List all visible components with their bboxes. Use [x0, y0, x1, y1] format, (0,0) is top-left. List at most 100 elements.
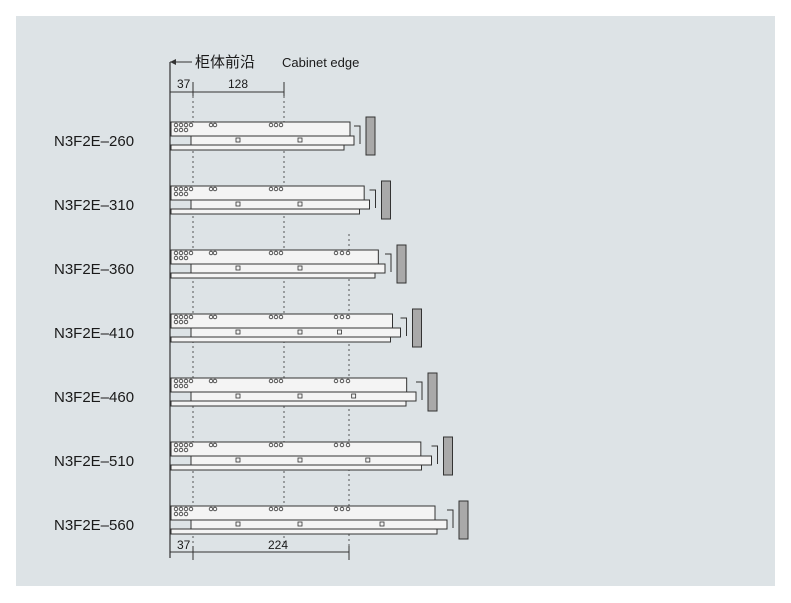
mounting-hole	[178, 511, 184, 517]
slide-lower-rail	[170, 528, 438, 535]
cabinet-back-panel	[443, 436, 453, 476]
slide-middle-rail	[190, 391, 417, 402]
mounting-hole	[278, 506, 284, 512]
mounting-hole	[178, 506, 184, 512]
drawer-slide	[170, 180, 391, 220]
mounting-hole	[188, 378, 194, 384]
mounting-hole	[178, 314, 184, 320]
mounting-hole	[273, 250, 279, 256]
slide-upper-rail	[170, 377, 408, 393]
mounting-hole	[178, 319, 184, 325]
mounting-hole	[173, 186, 179, 192]
slot-square	[235, 521, 241, 527]
mounting-hole	[183, 127, 189, 133]
mounting-hole	[333, 250, 339, 256]
model-label: N3F2E–510	[54, 453, 134, 470]
dim-top-front: 37	[177, 77, 191, 91]
mounting-hole	[183, 319, 189, 325]
drawer-slide	[170, 308, 422, 348]
mounting-hole	[278, 250, 284, 256]
mounting-hole	[345, 442, 351, 448]
cabinet-edge-label-en: Cabinet edge	[282, 55, 359, 70]
slide-middle-rail	[190, 199, 370, 210]
mounting-hole	[268, 442, 274, 448]
mounting-hole	[212, 122, 218, 128]
mounting-hole	[188, 250, 194, 256]
mounting-hole	[188, 314, 194, 320]
mounting-hole	[268, 122, 274, 128]
dim-bottom-hole: 224	[268, 538, 288, 552]
mounting-hole	[173, 191, 179, 197]
mounting-hole	[183, 255, 189, 261]
model-label: N3F2E–310	[54, 197, 134, 214]
mounting-hole	[173, 442, 179, 448]
mounting-hole	[273, 186, 279, 192]
mounting-hole	[212, 186, 218, 192]
mounting-hole	[188, 506, 194, 512]
slot-square	[365, 457, 371, 463]
mounting-hole	[183, 511, 189, 517]
mounting-hole	[183, 506, 189, 512]
mounting-hole	[183, 383, 189, 389]
mounting-hole	[173, 511, 179, 517]
dim-top-hole: 128	[228, 77, 248, 91]
slide-upper-rail	[170, 121, 351, 137]
mounting-hole	[173, 127, 179, 133]
mounting-hole	[268, 186, 274, 192]
mounting-hole	[183, 442, 189, 448]
slot-square	[235, 137, 241, 143]
drawer-slide-dimension-diagram: 柜体前沿 Cabinet edge 37 128 N3F2E–260 N3F2E…	[54, 54, 469, 560]
mounting-hole	[339, 250, 345, 256]
mounting-hole	[183, 250, 189, 256]
mounting-hole	[188, 186, 194, 192]
slot-square	[297, 201, 303, 207]
slot-square	[297, 457, 303, 463]
mounting-hole	[183, 191, 189, 197]
slide-lower-rail	[170, 272, 376, 279]
dim-bottom-front: 37	[177, 538, 191, 552]
mounting-hole	[173, 383, 179, 389]
mounting-hole	[178, 127, 184, 133]
slide-lower-rail	[170, 208, 360, 215]
cabinet-back-panel	[396, 244, 407, 284]
mounting-hole	[345, 506, 351, 512]
mounting-hole	[173, 122, 179, 128]
cabinet-edge-label-cn: 柜体前沿	[195, 54, 255, 71]
slide-end-hook	[416, 381, 423, 400]
mounting-hole	[333, 506, 339, 512]
slide-lower-rail	[170, 144, 345, 151]
mounting-hole	[188, 442, 194, 448]
mounting-hole	[178, 186, 184, 192]
mounting-hole	[178, 255, 184, 261]
mounting-hole	[339, 314, 345, 320]
slide-upper-rail	[170, 505, 436, 521]
mounting-hole	[173, 447, 179, 453]
diagram-panel: 柜体前沿 Cabinet edge 37 128 N3F2E–260 N3F2E…	[16, 16, 775, 586]
mounting-hole	[333, 378, 339, 384]
mounting-hole	[178, 250, 184, 256]
mounting-hole	[339, 378, 345, 384]
cabinet-back-panel	[365, 116, 376, 156]
mounting-hole	[183, 447, 189, 453]
mounting-hole	[278, 186, 284, 192]
mounting-hole	[333, 314, 339, 320]
mounting-hole	[268, 378, 274, 384]
mounting-hole	[173, 319, 179, 325]
model-label: N3F2E–460	[54, 389, 134, 406]
slide-end-hook	[400, 317, 407, 336]
slide-lower-rail	[170, 400, 407, 407]
mounting-hole	[173, 250, 179, 256]
slot-square	[235, 265, 241, 271]
mounting-hole	[173, 378, 179, 384]
slide-middle-rail	[190, 135, 355, 146]
slide-lower-rail	[170, 336, 391, 343]
mounting-hole	[278, 378, 284, 384]
mounting-hole	[212, 506, 218, 512]
model-label: N3F2E–260	[54, 133, 134, 150]
mounting-hole	[339, 506, 345, 512]
mounting-hole	[278, 442, 284, 448]
mounting-hole	[183, 122, 189, 128]
slot-square	[297, 137, 303, 143]
mounting-hole	[278, 314, 284, 320]
slot-square	[235, 457, 241, 463]
